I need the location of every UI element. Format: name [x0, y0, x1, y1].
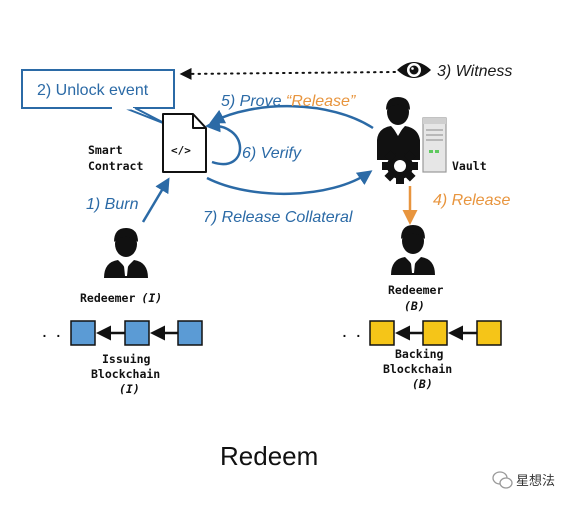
release-label: 4) Release [433, 192, 510, 209]
backing-chain-symbol: (B) [412, 377, 433, 391]
release-collateral-arrow [206, 170, 373, 195]
redeemer-left-name: Redeemer [80, 291, 135, 305]
smart-contract-label-line2: Contract [88, 159, 143, 173]
burn-label: 1) Burn [86, 196, 139, 213]
issuing-chain-line1: Issuing [102, 352, 151, 366]
redeemer-left-chain-symbol: (I) [141, 291, 162, 305]
issuing-chain-symbol: (I) [119, 382, 140, 396]
server-icon [422, 117, 447, 173]
backing-chain-line2: Blockchain [383, 362, 452, 376]
backing-block [476, 320, 502, 346]
prove-release-quote: “Release” [286, 93, 356, 110]
redeemer-right-chain-symbol: (B) [404, 299, 425, 313]
eye-icon [397, 62, 431, 78]
redeemer-right-name: Redeemer [388, 283, 443, 297]
backing-blockchain: . . Backing Blockchain (B) [341, 320, 502, 391]
redeemer-right-icon [391, 225, 435, 275]
issuing-chain-line2: Blockchain [91, 367, 160, 381]
release-collateral-label: 7) Release Collateral [203, 209, 353, 226]
issuing-block [177, 320, 203, 346]
smart-contract-document-icon: </> [162, 113, 207, 173]
issuing-block [124, 320, 150, 346]
unlock-event-callout: 2) Unlock event [21, 69, 175, 126]
burn-arrow [141, 177, 170, 223]
watermark: 星想法 [492, 471, 555, 489]
redeemer-left-icon [104, 228, 148, 278]
verify-loop-arrow [205, 117, 242, 166]
prove-release-arrow [209, 105, 374, 130]
backing-block [422, 320, 448, 346]
watermark-text: 星想法 [516, 473, 555, 489]
issuing-block [70, 320, 96, 346]
wechat-icon [492, 471, 513, 489]
backing-block [369, 320, 395, 346]
vault-label: Vault [452, 159, 487, 173]
backing-chain-dots: . . [341, 326, 362, 340]
issuing-chain-dots: . . [41, 326, 62, 340]
issuing-blockchain: . . Issuing Blockchain (I) [41, 320, 203, 396]
witness-label: 3) Witness [437, 63, 512, 80]
backing-chain-line1: Backing [395, 347, 444, 361]
prove-release-label: 5) Prove “Release” [221, 93, 356, 110]
vault-icon [377, 97, 447, 184]
witness-dotted-arrow [179, 67, 396, 80]
gear-icon [382, 148, 418, 184]
verify-label: 6) Verify [242, 145, 302, 162]
code-symbol: </> [171, 144, 191, 157]
redeemer-left-label: Redeemer (I) [80, 291, 162, 305]
diagram-title: Redeem [220, 441, 318, 471]
smart-contract-label-line1: Smart [88, 143, 123, 157]
prove-release-prefix: 5) Prove [221, 93, 286, 110]
unlock-event-label: 2) Unlock event [37, 82, 149, 99]
